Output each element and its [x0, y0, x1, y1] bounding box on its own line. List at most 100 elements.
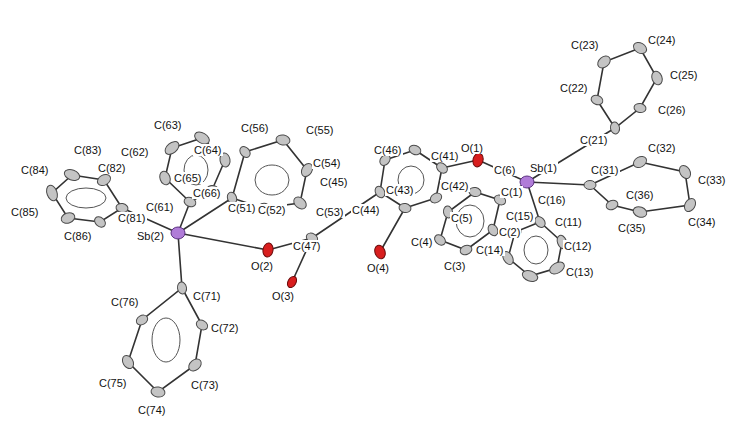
bond	[380, 208, 405, 252]
atom-set	[45, 40, 698, 398]
atom-label: C(56)	[240, 122, 270, 134]
atom-label: C(3)	[443, 260, 466, 272]
atom-label: C(51)	[227, 202, 257, 214]
atom-ellipsoid	[631, 154, 648, 170]
atom-label: C(72)	[210, 322, 240, 334]
aromatic-circle	[152, 318, 180, 362]
atom-label: C(36)	[625, 189, 655, 201]
atom-label: C(12)	[563, 240, 593, 252]
atom-ellipsoid	[682, 196, 698, 213]
atom-ellipsoid	[93, 215, 108, 230]
atom-label: C(44)	[351, 204, 381, 216]
atom-ellipsoid	[45, 184, 60, 202]
atom-ellipsoid	[590, 94, 604, 107]
atom-ellipsoid	[521, 269, 539, 284]
atom-label: C(2)	[498, 226, 521, 238]
atom-label: O(3)	[271, 290, 295, 302]
atom-ellipsoid	[533, 215, 548, 230]
phenyl-ring	[440, 192, 500, 250]
atom-ellipsoid	[468, 187, 481, 198]
atom-label: C(46)	[373, 144, 403, 156]
atom-label: C(53)	[315, 206, 345, 218]
atom-ellipsoid	[459, 244, 473, 257]
atom-ellipsoid	[60, 211, 77, 225]
bond	[178, 233, 182, 288]
atom-label: Sb(1)	[529, 162, 558, 174]
atom-label: C(32)	[647, 142, 677, 154]
atom-label: C(54)	[312, 157, 342, 169]
atom-label: C(52)	[257, 204, 287, 216]
atom-label: C(26)	[657, 104, 687, 116]
atom-ellipsoid	[633, 103, 646, 114]
atom-ellipsoid	[435, 161, 450, 176]
atom-label: C(64)	[193, 144, 223, 156]
atom-ellipsoid	[584, 181, 596, 190]
atom-label: Sb(2)	[136, 230, 165, 242]
atom-ellipsoid	[195, 318, 210, 332]
phenyl-ring	[52, 175, 122, 222]
atom-ellipsoid	[262, 242, 274, 258]
atom-ellipsoid	[158, 170, 172, 187]
atom-label: C(61)	[145, 201, 175, 213]
bond	[527, 182, 590, 185]
atom-ellipsoid	[595, 54, 612, 71]
phenyl-ring	[590, 162, 690, 212]
atom-label: C(62)	[120, 146, 150, 158]
atom-label: C(14)	[475, 244, 505, 256]
atom-ellipsoid	[186, 357, 203, 374]
atom-label: C(42)	[440, 180, 470, 192]
atom-label: C(23)	[570, 39, 600, 51]
atom-ellipsoid	[631, 40, 648, 56]
atom-ellipsoid	[275, 134, 291, 146]
atom-label: C(76)	[110, 296, 140, 308]
atom-label: C(34)	[687, 216, 717, 228]
atom-label: C(25)	[669, 69, 699, 81]
atom-label: C(15)	[505, 210, 535, 222]
atom-ellipsoid	[408, 144, 422, 157]
aromatic-circle	[66, 188, 106, 208]
atom-label: C(63)	[153, 119, 183, 131]
bond-set	[52, 48, 690, 392]
atom-label: C(85)	[10, 206, 40, 218]
atom-ellipsoid	[677, 163, 693, 180]
atom-label: C(47)	[292, 240, 322, 252]
atom-label: C(81)	[117, 212, 147, 224]
atom-label: C(22)	[559, 82, 589, 94]
atom-ellipsoid	[471, 152, 484, 168]
atom-label: C(43)	[385, 184, 415, 196]
bond	[478, 160, 527, 182]
bond	[312, 192, 380, 238]
atom-ellipsoid	[286, 275, 299, 289]
atom-ellipsoid	[135, 313, 150, 327]
atom-ellipsoid	[548, 260, 567, 277]
atom-ellipsoid	[433, 233, 448, 248]
atom-label: O(4)	[366, 262, 390, 274]
atom-ellipsoid	[429, 191, 444, 205]
atom-label: C(21)	[579, 134, 609, 146]
atom-label: C(71)	[192, 290, 222, 302]
bond	[178, 233, 268, 250]
atom-label: C(35)	[617, 222, 647, 234]
atom-ellipsoid	[63, 168, 81, 183]
atom-ellipsoid	[632, 205, 649, 219]
atom-label: C(6)	[493, 164, 516, 176]
atom-label: C(13)	[565, 266, 595, 278]
atom-label: C(1)	[500, 186, 523, 198]
atom-ellipsoid	[120, 353, 136, 370]
atom-label: C(65)	[173, 172, 203, 184]
atom-ellipsoid	[650, 70, 664, 87]
atom-label: C(84)	[20, 164, 50, 176]
atom-ellipsoid	[291, 195, 308, 212]
aromatic-circles	[66, 155, 548, 362]
atom-label: C(55)	[305, 124, 335, 136]
atom-label: C(74)	[137, 404, 167, 416]
atom-ellipsoid	[605, 199, 619, 212]
atom-label: C(11)	[554, 216, 583, 228]
atom-ellipsoid	[398, 203, 411, 214]
aromatic-circle	[524, 236, 548, 264]
atom-ellipsoid	[95, 172, 112, 188]
atom-ellipsoid	[163, 139, 182, 157]
atom-label: O(1)	[460, 142, 484, 154]
atom-ellipsoid	[171, 227, 185, 239]
